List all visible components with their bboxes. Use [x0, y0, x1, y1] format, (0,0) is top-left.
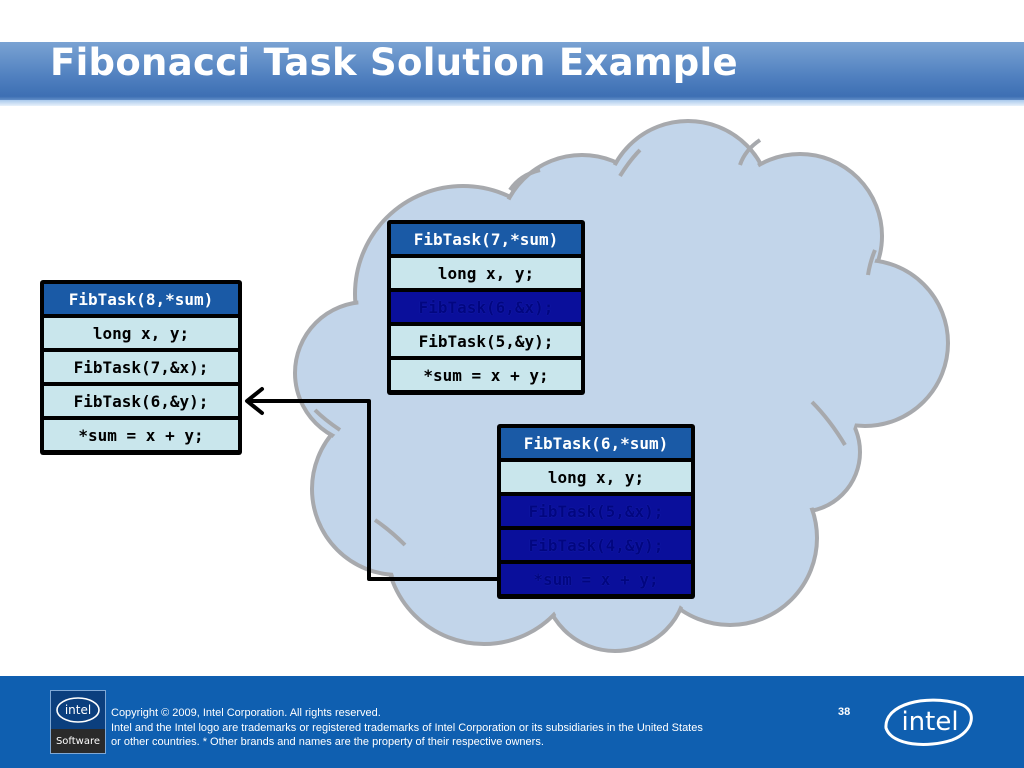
frame-row: long x, y; [501, 462, 691, 492]
frame-header: FibTask(6,*sum) [501, 428, 691, 458]
legal-notice: Copyright © 2009, Intel Corporation. All… [111, 706, 703, 750]
page-number: 38 [838, 706, 851, 718]
intel-software-mark-icon: intel [56, 697, 100, 723]
frame-row: *sum = x + y; [44, 420, 238, 450]
intel-logo-icon: intel [884, 698, 973, 746]
frame-row: FibTask(6,&y); [44, 386, 238, 416]
frame-row: long x, y; [44, 318, 238, 348]
footer-bar [0, 676, 1024, 768]
frame-row-completed: FibTask(6,&x); [391, 292, 581, 322]
task-frame-fib7: FibTask(7,*sum) long x, y; FibTask(6,&x)… [387, 220, 585, 395]
software-logo-mark: intel [65, 703, 91, 717]
task-frame-fib6: FibTask(6,*sum) long x, y; FibTask(5,&x)… [497, 424, 695, 599]
return-arrow [245, 387, 502, 581]
intel-software-logo: intel Software [50, 690, 106, 754]
frame-row: FibTask(7,&x); [44, 352, 238, 382]
frame-row-completed: FibTask(5,&x); [501, 496, 691, 526]
frame-header: FibTask(7,*sum) [391, 224, 581, 254]
copyright-line: Copyright © 2009, Intel Corporation. All… [111, 707, 381, 719]
trademark-line-2: or other countries. * Other brands and n… [111, 736, 544, 748]
slide-title: Fibonacci Task Solution Example [50, 41, 738, 84]
frame-row-completed: *sum = x + y; [501, 564, 691, 594]
trademark-line: Intel and the Intel logo are trademarks … [111, 721, 703, 734]
frame-row: *sum = x + y; [391, 360, 581, 390]
frame-row-completed: FibTask(4,&y); [501, 530, 691, 560]
frame-row: long x, y; [391, 258, 581, 288]
task-frame-fib8: FibTask(8,*sum) long x, y; FibTask(7,&x)… [40, 280, 242, 455]
frame-row: FibTask(5,&y); [391, 326, 581, 356]
software-logo-label: Software [51, 729, 105, 753]
title-bar [0, 42, 1024, 106]
intel-logo-text: intel [901, 707, 958, 737]
frame-header: FibTask(8,*sum) [44, 284, 238, 314]
